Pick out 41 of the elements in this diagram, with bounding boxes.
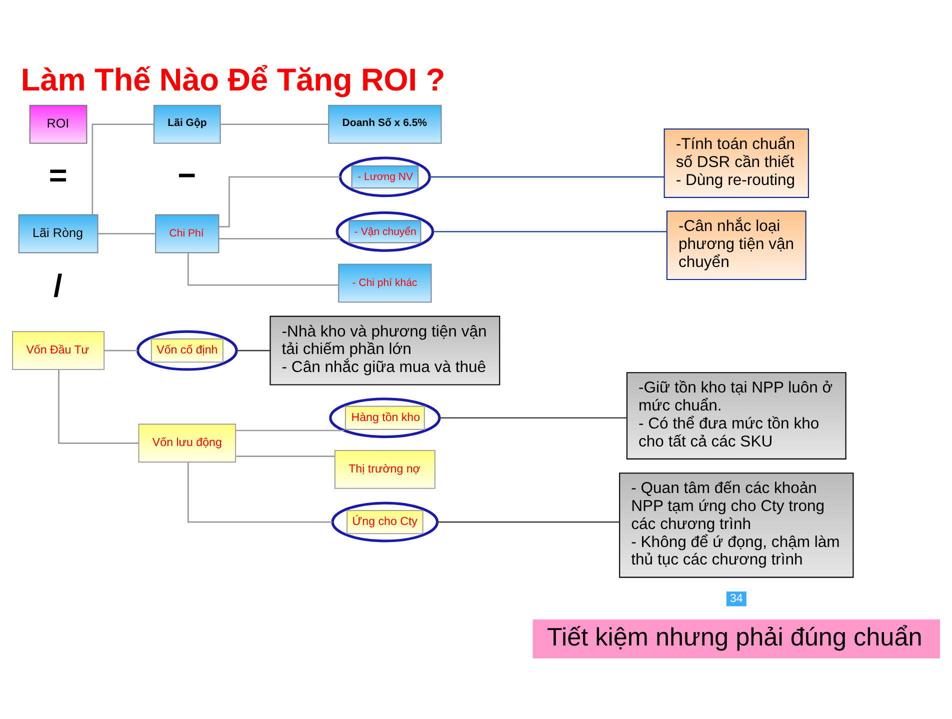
label: − bbox=[178, 156, 196, 192]
connector bbox=[429, 176, 664, 178]
node-box: Lãi Gộp bbox=[153, 104, 221, 144]
node-box: -Tính toán chuẩn số DSR cần thiết - Dùng re-routing bbox=[664, 128, 809, 198]
connector bbox=[58, 369, 139, 444]
connector bbox=[92, 123, 154, 214]
node-box: Tiết kiệm nhưng phải đúng chuẩn bbox=[532, 618, 940, 658]
node-ellipse: - Lương NV bbox=[338, 156, 431, 197]
node-box: - Quan tâm đến các khoản NPP tạm ứng cho Cty trong các chương trình - Không để ứ đọng, chậm làm thủ tục các chương trình bbox=[619, 472, 854, 578]
connector bbox=[236, 455, 335, 456]
node-box: Chi Phí bbox=[155, 214, 220, 253]
node-box: -Nhà kho và phương tiện vận tải chiếm phần lớn - Cân nhắc giữa mua và thuê bbox=[270, 315, 500, 385]
node-ellipse: Ứng cho Cty bbox=[331, 501, 439, 542]
node-box: -Cân nhắc loại phương tiện vận chuyển bbox=[666, 210, 806, 280]
node-box: - Chi phí khác bbox=[338, 263, 432, 302]
node-box: ROI bbox=[29, 104, 88, 144]
node-box: Vốn Đầu Tư bbox=[12, 330, 105, 370]
connector bbox=[219, 176, 340, 227]
connector bbox=[236, 429, 344, 431]
diagram-title: Làm Thế Nào Để Tăng ROI ? bbox=[20, 61, 446, 98]
connector bbox=[187, 462, 332, 522]
node-ellipse: Vốn cố định bbox=[136, 330, 238, 370]
label: / bbox=[54, 266, 62, 303]
node-box: Doanh Số x 6.5% bbox=[328, 104, 442, 144]
connector bbox=[237, 349, 270, 351]
connector bbox=[98, 232, 156, 234]
connector bbox=[187, 252, 338, 286]
node-box: Thị trường nợ bbox=[334, 449, 436, 488]
connector bbox=[220, 123, 328, 124]
connector bbox=[104, 349, 138, 351]
label: = bbox=[48, 156, 68, 192]
node-ellipse: Hàng tồn kho bbox=[329, 397, 441, 438]
node-box: Lãi Ròng bbox=[18, 214, 98, 253]
connector bbox=[437, 520, 620, 522]
connector bbox=[433, 230, 667, 232]
node-box: -Giữ tồn kho tại NPP luôn ở mức chuẩn. - Có thể đưa mức tồn kho cho tất cả các SKU bbox=[626, 372, 846, 459]
connector bbox=[439, 416, 627, 418]
label: 34 bbox=[730, 592, 743, 604]
node-box: Vốn lưu động bbox=[138, 423, 236, 462]
connector bbox=[218, 237, 340, 239]
node-ellipse: - Vận chuyển bbox=[336, 210, 434, 252]
